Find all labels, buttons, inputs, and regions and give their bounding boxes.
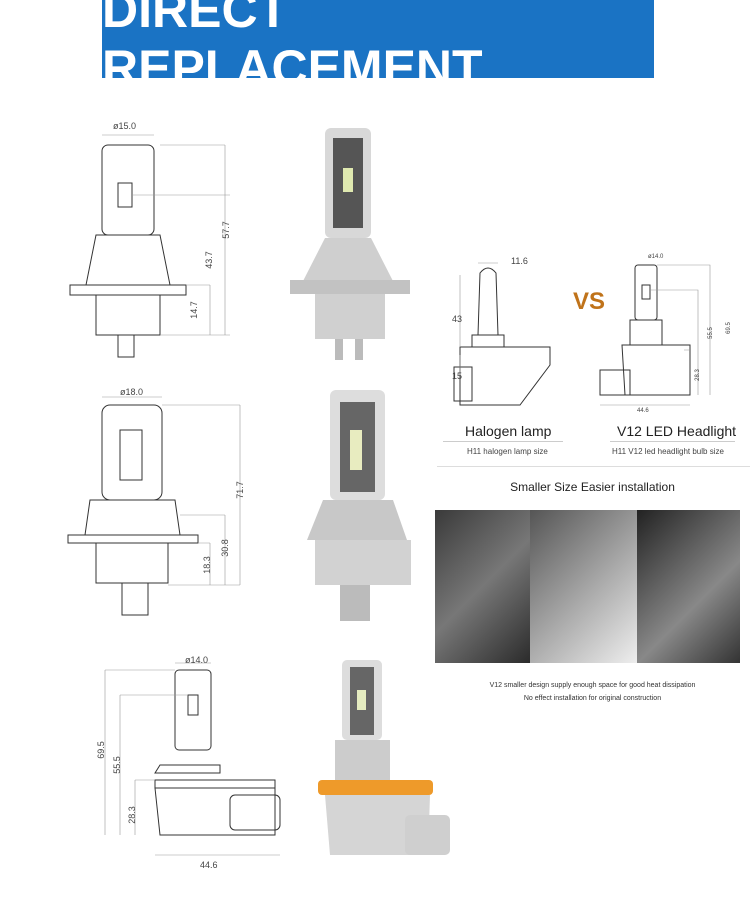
led-dim-diameter: ø14.0 — [648, 254, 664, 260]
dim-height: 43.7 — [203, 251, 214, 269]
halogen-dim-width: 11.6 — [511, 256, 528, 266]
led-dim-width: 44.6 — [637, 408, 649, 414]
h4-line-drawing — [67, 396, 241, 616]
halogen-subtitle: H11 halogen lamp size — [467, 447, 548, 456]
led-dim-height: 55.5 — [707, 327, 714, 339]
dim-height: 69.5 — [95, 741, 106, 759]
dim-height: 55.5 — [111, 756, 122, 774]
h7-line-drawing — [69, 134, 230, 358]
installation-line-1: V12 smaller design supply enough space f… — [489, 682, 696, 689]
installation-photo-1 — [435, 510, 530, 663]
dim-height: 30.8 — [219, 539, 230, 557]
comparison-drawings — [453, 262, 711, 406]
installation-title: Smaller Size Easier installation — [510, 480, 675, 494]
dim-height: 57.7 — [220, 221, 231, 239]
led-dim-base: 28.3 — [694, 369, 701, 381]
halogen-dim-height: 43 — [452, 314, 463, 324]
installation-line-2: No effect installation for original cons… — [523, 695, 662, 702]
dim-width: 44.6 — [200, 860, 218, 870]
installation-photo-2 — [530, 510, 637, 663]
banner-title: DIRECT REPLACEMENT — [102, 0, 654, 96]
led-dim-total: 69.5 — [725, 322, 732, 334]
h7-bulb-photo — [290, 128, 410, 360]
dim-diameter: ø14.0 — [185, 655, 209, 665]
vs-label: VS — [573, 288, 606, 315]
led-subtitle: H11 V12 led headlight bulb size — [612, 447, 724, 456]
dim-height: 71.7 — [234, 481, 245, 499]
halogen-dim-base: 15 — [452, 371, 463, 381]
dim-height: 28.3 — [126, 806, 137, 824]
led-title: V12 LED Headlight — [617, 423, 737, 439]
h11-bulb-photo — [318, 660, 450, 855]
dim-diameter: ø18.0 — [120, 387, 144, 397]
h4-bulb-photo — [307, 390, 411, 621]
halogen-title: Halogen lamp — [465, 423, 552, 439]
dim-height: 14.7 — [188, 301, 199, 319]
h11-line-drawing — [104, 662, 281, 856]
dim-height: 18.3 — [201, 556, 212, 574]
dim-diameter: ø15.0 — [113, 121, 137, 131]
installation-photo-3 — [637, 510, 740, 663]
